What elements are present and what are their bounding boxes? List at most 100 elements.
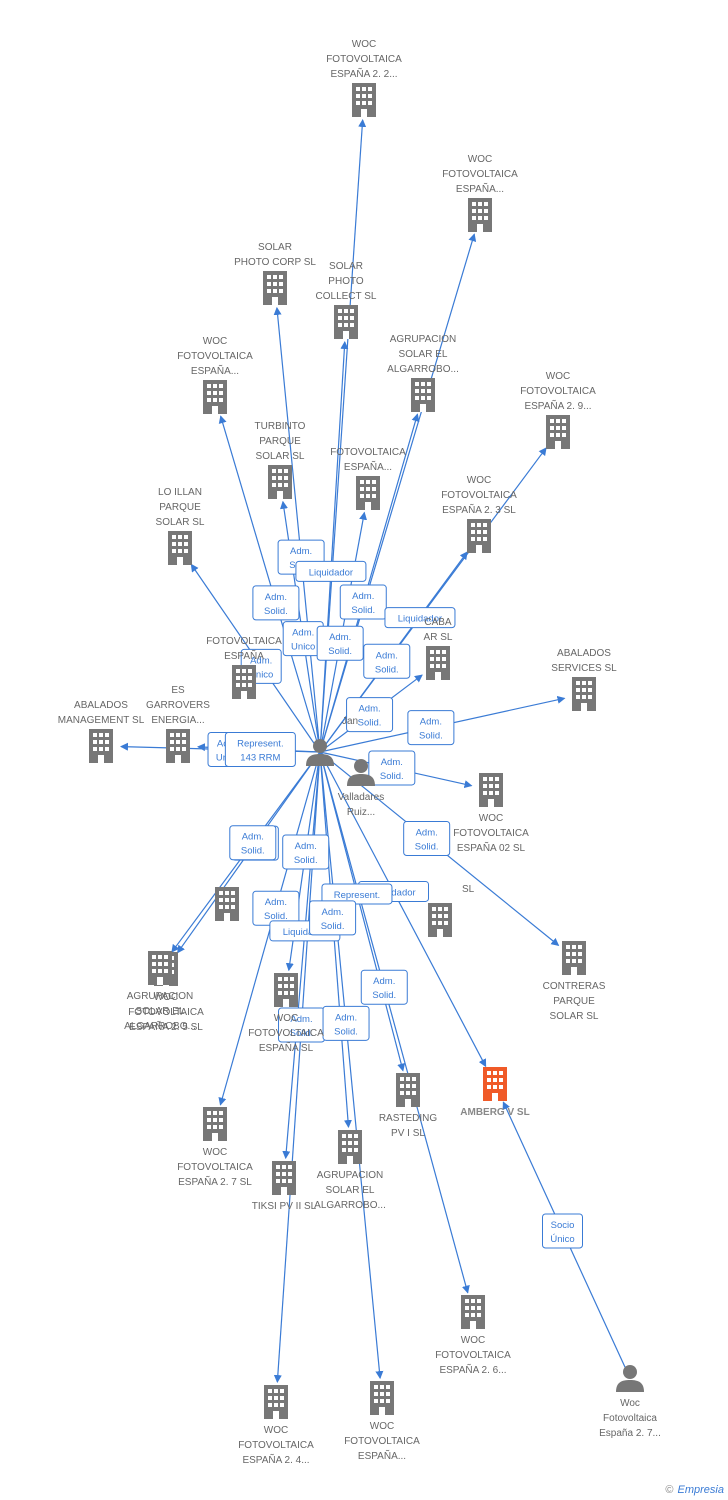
edge-person_a-to-woc_l1 [218,415,321,753]
relation-label-solar_photo_collect[interactable]: Liquidador [295,560,367,582]
node-label: SOLAR [329,261,363,272]
node-label: WOC [154,992,178,1003]
relation-label-box [295,560,367,582]
relation-label-text: Solid. [375,664,399,675]
node-label: FOTOVOLTAICA [248,1028,324,1039]
relation-label-box [542,1213,583,1249]
relation-label-turbinto[interactable]: Adm.Unico [282,621,324,657]
relation-label-cabasolar[interactable]: Adm.Solid. [346,697,394,733]
building-icon [203,380,227,414]
relation-label-woc27[interactable]: Adm. Solid. [252,890,300,926]
node-amberg[interactable]: AMBERG V SL [460,1067,530,1118]
node-label: SOLAR [258,242,292,253]
edge-person_a-to-woc_bottom [319,751,384,1380]
node-woc_mid[interactable]: FOTOVOLTAICAESPAÑA... [330,447,406,510]
node-woc_m2[interactable] [215,887,239,921]
node-es_garrovers[interactable]: ESGARROVERSENERGIA... [146,685,210,763]
relation-label-text: Adm. [292,628,314,639]
relation-label-text: Solid. [419,731,443,742]
relation-label-text: Adm. [376,650,398,661]
node-label: FOTOVOLTAICA [520,386,596,397]
node-label: ESPAÑA 2. 2... [330,67,397,80]
node-label: SOLAR SL [156,517,205,528]
relation-label-woc02[interactable]: Adm.Solid. [368,750,416,786]
edge-person_a-to-woc26 [319,751,470,1294]
node-woc_bottom[interactable]: WOCFOTOVOLTAICAESPAÑA... [344,1381,420,1462]
relation-label-woc23[interactable]: Adm. Solid. [363,643,411,679]
copyright-icon: © [665,1484,674,1496]
relation-label-text: Adm. [265,897,287,908]
relation-label-woc_mid[interactable]: Adm.Solid. [316,625,364,661]
relation-label-text: Liquidador [398,614,442,625]
relation-label-agr_bottom[interactable]: Adm.Solid. [309,900,357,936]
relation-label-text: Solid. [264,911,288,922]
edge-person_a-to-woc_top_r [319,233,477,753]
relation-label-es_garrovers[interactable]: Represent.143 RRM [224,731,296,767]
node-person_a[interactable]: Jan [306,716,358,766]
relation-label-text: Adm. [290,546,312,557]
node-person_b[interactable]: ValladaresRuiz... [338,759,385,818]
node-label: ESPAÑA... [358,1449,406,1462]
relation-label-woc29[interactable]: Liquidador [384,607,456,629]
building-icon [356,476,380,510]
relation-label-woc_esp[interactable]: Adm.Solid. [282,834,330,870]
node-label: WOC [467,475,491,486]
node-tiksi[interactable]: TIKSI PV II SL [252,1161,317,1212]
building-icon [274,973,298,1007]
node-label: SOLAR SL [256,451,305,462]
relation-label-rasteding[interactable]: Represent. [321,883,393,905]
node-label: MANAGEMENT SL [58,715,145,726]
relation-label-box [368,750,416,786]
footer: ©Empresia [665,1484,724,1496]
relation-label-agr_left[interactable]: Adm.Solid. [229,825,277,861]
node-label: WOC [546,371,570,382]
relation-label-woc26[interactable]: Adm.Solid. [360,969,408,1005]
relation-label-contreras[interactable]: Adm.Solid. [403,821,451,857]
node-woc_top_r[interactable]: WOCFOTOVOLTAICAESPAÑA... [442,154,518,232]
node-label: ESPAÑA... [191,364,239,377]
node-label: WOC [264,1425,288,1436]
node-woc_right_mid[interactable]: SL [428,884,475,937]
relation-label-woc_l1[interactable]: Adm.Solid. [252,585,300,621]
node-label: AGRUPACION [317,1170,384,1181]
relation-label-abalados_services[interactable]: Adm.Solid. [407,710,455,746]
node-woc_l1[interactable]: WOCFOTOVOLTAICAESPAÑA... [177,336,253,414]
relation-label-agr_top[interactable]: Adm.Solid. [339,584,387,620]
node-label: FOTOVOLTAICA [453,828,529,839]
node-label: ALGARROBO... [314,1200,386,1211]
node-label: ALGARROBO... [124,1021,196,1032]
building-icon [168,531,192,565]
relation-label-box [321,883,393,905]
node-label: CONTRERAS [543,981,606,992]
relation-label-text: Adm. [322,907,344,918]
relation-label-woc_bottom[interactable]: Adm.Solid. [322,1005,370,1041]
node-label: WOC [479,813,503,824]
relation-label-text: Solid. [290,1028,314,1039]
brand-logo[interactable]: Empresia [677,1484,724,1496]
node-label: Woc [620,1398,640,1409]
